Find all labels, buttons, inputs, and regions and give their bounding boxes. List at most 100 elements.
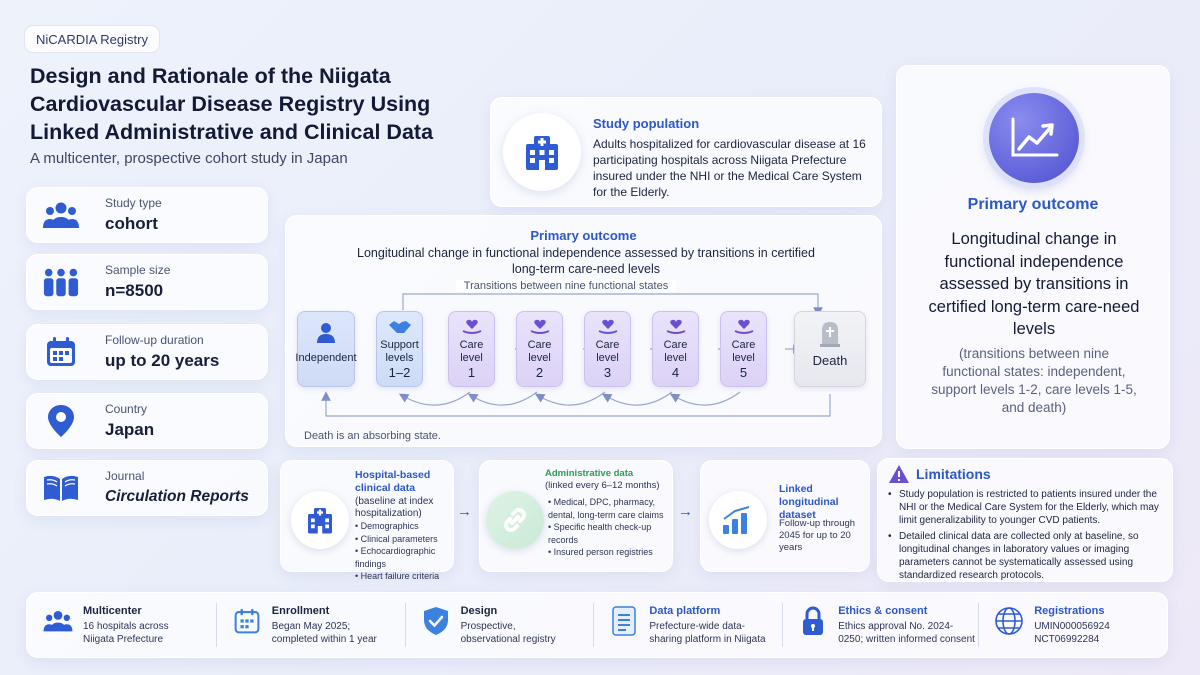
hospital-data-title: Hospital-based clinical data [355,469,431,494]
footer-title: Data platform [649,605,721,617]
heart-hand-icon [530,319,549,334]
primary-outcome-card: Primary outcome Longitudinal change in f… [896,65,1170,449]
state-label: Care level [459,339,484,364]
footer-text: 16 hospitals across Niigata Prefecture [83,621,169,645]
list-item: Insured person registries [548,546,670,559]
hospital-data-list: Demographics Clinical parameters Echocar… [355,520,455,583]
info-value: up to 20 years [105,351,220,370]
heart-hand-icon [734,319,753,334]
limitations-card: Limitations Study population is restrict… [877,458,1173,582]
page-subtitle: A multicenter, prospective cohort study … [30,150,348,167]
heart-hand-icon [462,319,481,334]
state-label: Support levels [380,339,419,364]
administrative-data-title: Administrative data [545,468,634,479]
info-card-follow-up: Follow-up duration up to 20 years [26,324,268,380]
population-title: Study population [593,116,700,131]
calendar-icon [232,604,262,638]
outcome-subtext: (transitions between nine functional sta… [931,346,1137,415]
info-card-sample-size: Sample size n=8500 [26,254,268,310]
info-label: Sample size [105,263,171,277]
footer-item-multicenter: Multicenter 16 hospitals across Niigata P… [27,593,216,657]
heart-hand-icon [666,319,685,334]
people-icon [43,604,73,638]
population-text: Adults hospitalized for cardiovascular d… [593,137,866,199]
state-number: 5 [739,365,748,380]
info-value: n=8500 [105,281,164,300]
footer-title: Registrations [1034,605,1105,617]
person-icon [317,323,335,343]
registry-tag: NiCARDIA Registry [24,25,160,53]
linked-dataset-card: Linked longitudinal dataset Follow-up th… [700,460,870,572]
footer-text: Began May 2025; completed within 1 year [271,621,377,645]
lock-icon [798,604,828,638]
footer-title: Enrollment [271,605,330,617]
limitations-list: Study population is restricted to patien… [888,488,1168,585]
state-independent: Independent [295,311,357,387]
state-number: 1 [467,365,476,380]
hospital-icon [291,491,349,549]
administrative-data-subtitle: (linked every 6–12 months) [545,480,660,491]
state-number: 4 [671,365,680,380]
footer-text: UMIN000056924 NCT06992284 [1034,621,1110,645]
crowd-icon [43,264,79,300]
info-label: Country [105,402,148,416]
shield-check-icon [421,604,451,638]
footer-text: Prefecture-wide data-sharing platform in… [649,621,766,645]
heart-hand-icon [598,319,617,334]
trend-chart-icon [989,93,1079,183]
state-care-level-4: Care level 4 [652,311,699,387]
globe-icon [994,604,1024,638]
location-pin-icon [43,403,79,439]
outcome-title: Primary outcome [967,196,1099,213]
arrow-right-icon: → [678,503,693,520]
study-population-card: Study population Adults hospitalized for… [490,97,882,207]
state-label: Care level [663,339,688,364]
list-item: Demographics [355,520,455,533]
state-label: Death [812,353,848,368]
info-label: Journal [105,469,145,483]
limitations-title: Limitations [916,466,991,482]
state-care-level-1: Care level 1 [448,311,495,387]
state-number: 1–2 [388,365,411,380]
tombstone-icon [820,322,840,347]
document-icon [609,604,639,638]
people-group-icon [43,197,79,233]
info-value: Japan [105,420,155,439]
flow-title: Primary outcome [530,228,637,243]
page-title: Design and Rationale of the Niigata Card… [30,64,434,144]
link-icon [486,491,544,549]
state-care-level-2: Care level 2 [516,311,563,387]
administrative-data-list: Medical, DPC, pharmacy, dental, long-ter… [548,496,670,559]
list-item: Detailed clinical data are collected onl… [888,530,1168,582]
state-label: Care level [731,339,756,364]
absorbing-state-note: Death is an absorbing state. [304,430,441,442]
state-label: Independent [295,352,357,364]
book-icon [43,470,79,506]
hospital-icon [503,113,581,191]
list-item: Echocardiographic findings [355,545,455,570]
footer-title: Multicenter [83,605,142,617]
state-transition-card: Primary outcome Longitudinal change in f… [285,215,882,447]
info-label: Follow-up duration [105,333,204,347]
hospital-data-subtitle: (baseline at index hospitalization) [355,496,434,519]
list-item: Clinical parameters [355,533,455,546]
flow-description: Longitudinal change in functional indepe… [357,246,815,276]
list-item: Heart failure criteria [355,570,455,583]
state-number: 2 [535,365,544,380]
warning-icon [889,465,909,483]
handshake-icon [388,321,411,333]
list-item: Study population is restricted to patien… [888,488,1168,527]
transition-label: Transitions between nine functional stat… [456,280,676,292]
state-death: Death [794,311,866,387]
state-support-levels: Support levels 1–2 [376,311,423,387]
calendar-icon [43,334,79,370]
footer-title: Design [460,605,498,617]
state-care-level-3: Care level 3 [584,311,631,387]
